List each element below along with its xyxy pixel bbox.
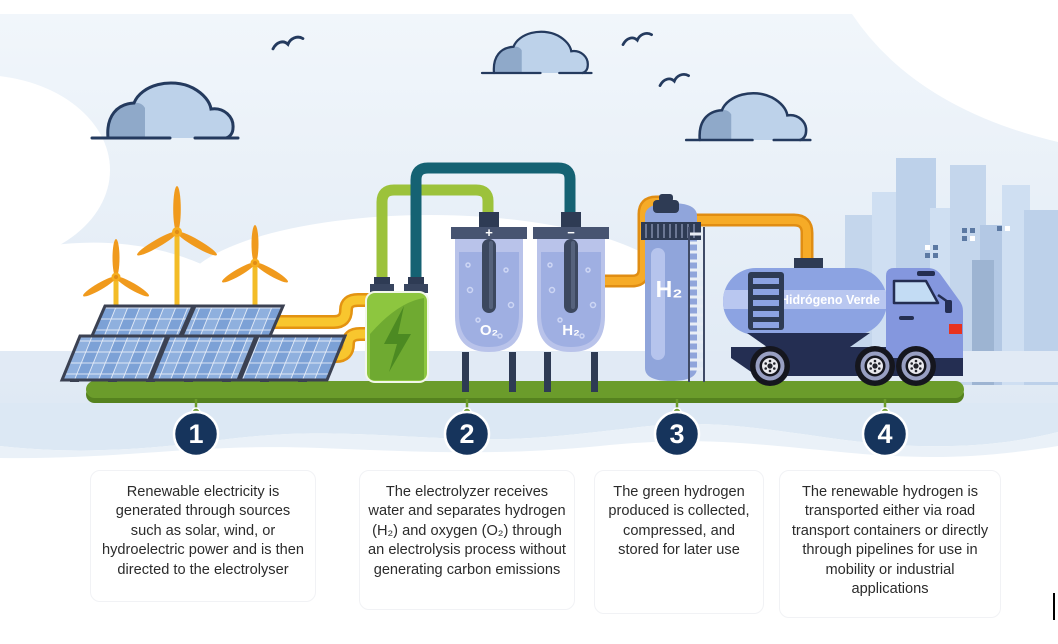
door-handle xyxy=(899,316,914,320)
hydrogen-pipes xyxy=(597,195,814,288)
ground-bar xyxy=(86,381,964,403)
hydrogen-tank: − H₂ xyxy=(533,212,609,392)
step-text-4: The renewable hydrogen is transported ei… xyxy=(791,484,989,598)
electricity-bolt-icon xyxy=(384,306,411,372)
solar-panel-front-row xyxy=(59,334,348,382)
truck-wheel-2 xyxy=(853,344,897,388)
truck-tank-label: Hidrógeno Verde xyxy=(780,293,880,307)
tanker-truck: Hidrógeno Verde xyxy=(723,258,963,388)
step-text-2: The electrolyzer receives water and sepa… xyxy=(368,484,566,578)
hydrogen-tank-label: H₂ xyxy=(562,322,580,339)
minus-electrode-label: − xyxy=(567,225,575,240)
teal-pipe xyxy=(410,162,576,290)
tank-rack xyxy=(748,272,784,330)
electricity-pipes xyxy=(248,293,375,363)
step-badge-3: 3 xyxy=(653,399,701,458)
truck-wheel-3 xyxy=(894,344,938,388)
step-number-4: 4 xyxy=(877,419,892,449)
step-number-2: 2 xyxy=(459,419,474,449)
truck-cab xyxy=(886,268,963,358)
electrolyzer-pipes xyxy=(376,162,576,290)
solar-panel-array xyxy=(59,304,348,382)
step-badge-4: 4 xyxy=(861,399,909,458)
step-badges: 1 2 3 4 xyxy=(172,399,909,458)
step-card-3: The green hydrogen produced is collected… xyxy=(594,470,764,614)
step-number-3: 3 xyxy=(669,419,684,449)
green-pipe xyxy=(376,184,494,290)
side-mirror xyxy=(945,300,952,313)
red-marker xyxy=(949,324,962,334)
plus-electrode-label: + xyxy=(485,225,493,240)
tank-inlet xyxy=(794,258,823,270)
step-text-3: The green hydrogen produced is collected… xyxy=(608,484,750,559)
storage-cylinder: H₂ xyxy=(641,194,701,381)
building-windows xyxy=(925,226,1010,258)
step-card-4: The renewable hydrogen is transported ei… xyxy=(779,470,1001,618)
oxygen-tank-label: O₂ xyxy=(480,322,498,339)
step-badge-1: 1 xyxy=(172,399,220,458)
step-card-1: Renewable electricity is generated throu… xyxy=(90,470,316,602)
cab-window xyxy=(892,279,940,305)
cursor-artifact xyxy=(1053,593,1055,620)
truck-wheel-1 xyxy=(748,344,792,388)
storage-cylinder-label: H₂ xyxy=(656,276,683,302)
oxygen-tank: + O₂ xyxy=(451,212,527,392)
ladder xyxy=(688,227,705,382)
step-card-2: The electrolyzer receives water and sepa… xyxy=(359,470,575,610)
step-text-1: Renewable electricity is generated throu… xyxy=(102,484,304,578)
electrolyzer xyxy=(365,277,429,383)
step-number-1: 1 xyxy=(188,419,203,449)
step-badge-2: 2 xyxy=(443,399,491,458)
